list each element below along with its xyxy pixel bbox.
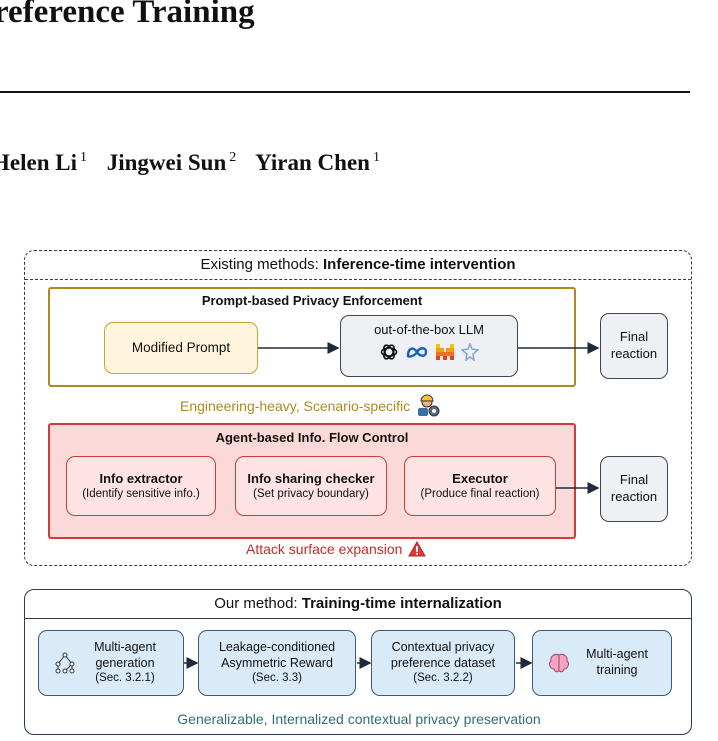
step-asymmetric-reward: Leakage-conditioned Asymmetric Reward (S… <box>198 630 356 696</box>
heading-separator <box>25 618 691 619</box>
final-reaction-node-prompt: Final reaction <box>600 313 668 379</box>
agent-based-title: Agent-based Info. Flow Control <box>215 430 409 445</box>
heading-separator <box>25 279 691 280</box>
executor-node: Executor (Produce final reaction) <box>404 456 556 516</box>
author-affiliation: 1 <box>372 150 380 166</box>
final-reaction-node-agent: Final reaction <box>600 456 668 522</box>
openai-icon <box>380 344 398 360</box>
our-method-panel: Our method: Training-time internalizatio… <box>24 589 692 735</box>
info-extractor-node: Info extractor (Identify sensitive info.… <box>66 456 216 516</box>
meta-icon <box>406 347 428 358</box>
brain-icon <box>549 653 569 673</box>
author-affiliation: 1 <box>79 150 87 166</box>
step-multi-agent-generation: Multi-agent generation (Sec. 3.2.1) <box>38 630 184 696</box>
engineer-icon <box>418 394 440 417</box>
existing-methods-heading: Existing methods: Inference-time interve… <box>200 256 516 273</box>
author-name: Jingwei Sun <box>106 150 227 175</box>
step-multi-agent-training: Multi-agent training <box>532 630 672 696</box>
llm-icon-row <box>379 342 479 362</box>
prompt-based-caption: Engineering-heavy, Scenario-specific <box>180 394 442 418</box>
author-affiliation: 2 <box>229 150 237 166</box>
paper-title: reference Training <box>0 0 255 30</box>
mistral-icon <box>436 344 454 361</box>
title-rule <box>0 91 690 93</box>
existing-methods-panel: Existing methods: Inference-time interve… <box>24 250 692 566</box>
warning-icon <box>408 541 427 557</box>
gemini-icon <box>461 343 479 362</box>
info-sharing-checker-node: Info sharing checker (Set privacy bounda… <box>235 456 387 516</box>
author-name: Yiran Chen <box>255 150 370 175</box>
step-preference-dataset: Contextual privacy preference dataset (S… <box>371 630 515 696</box>
llm-node: out-of-the-box LLM <box>340 315 518 377</box>
our-method-caption: Generalizable, Internalized contextual p… <box>177 711 541 727</box>
prompt-based-panel: Prompt-based Privacy Enforcement <box>48 287 576 387</box>
graph-icon <box>55 652 75 674</box>
our-method-heading: Our method: Training-time internalizatio… <box>214 595 502 612</box>
author-name: Helen Li <box>0 150 77 175</box>
prompt-based-title: Prompt-based Privacy Enforcement <box>201 293 423 308</box>
agent-based-caption: Attack surface expansion <box>246 541 427 557</box>
modified-prompt-node: Modified Prompt <box>104 322 258 374</box>
